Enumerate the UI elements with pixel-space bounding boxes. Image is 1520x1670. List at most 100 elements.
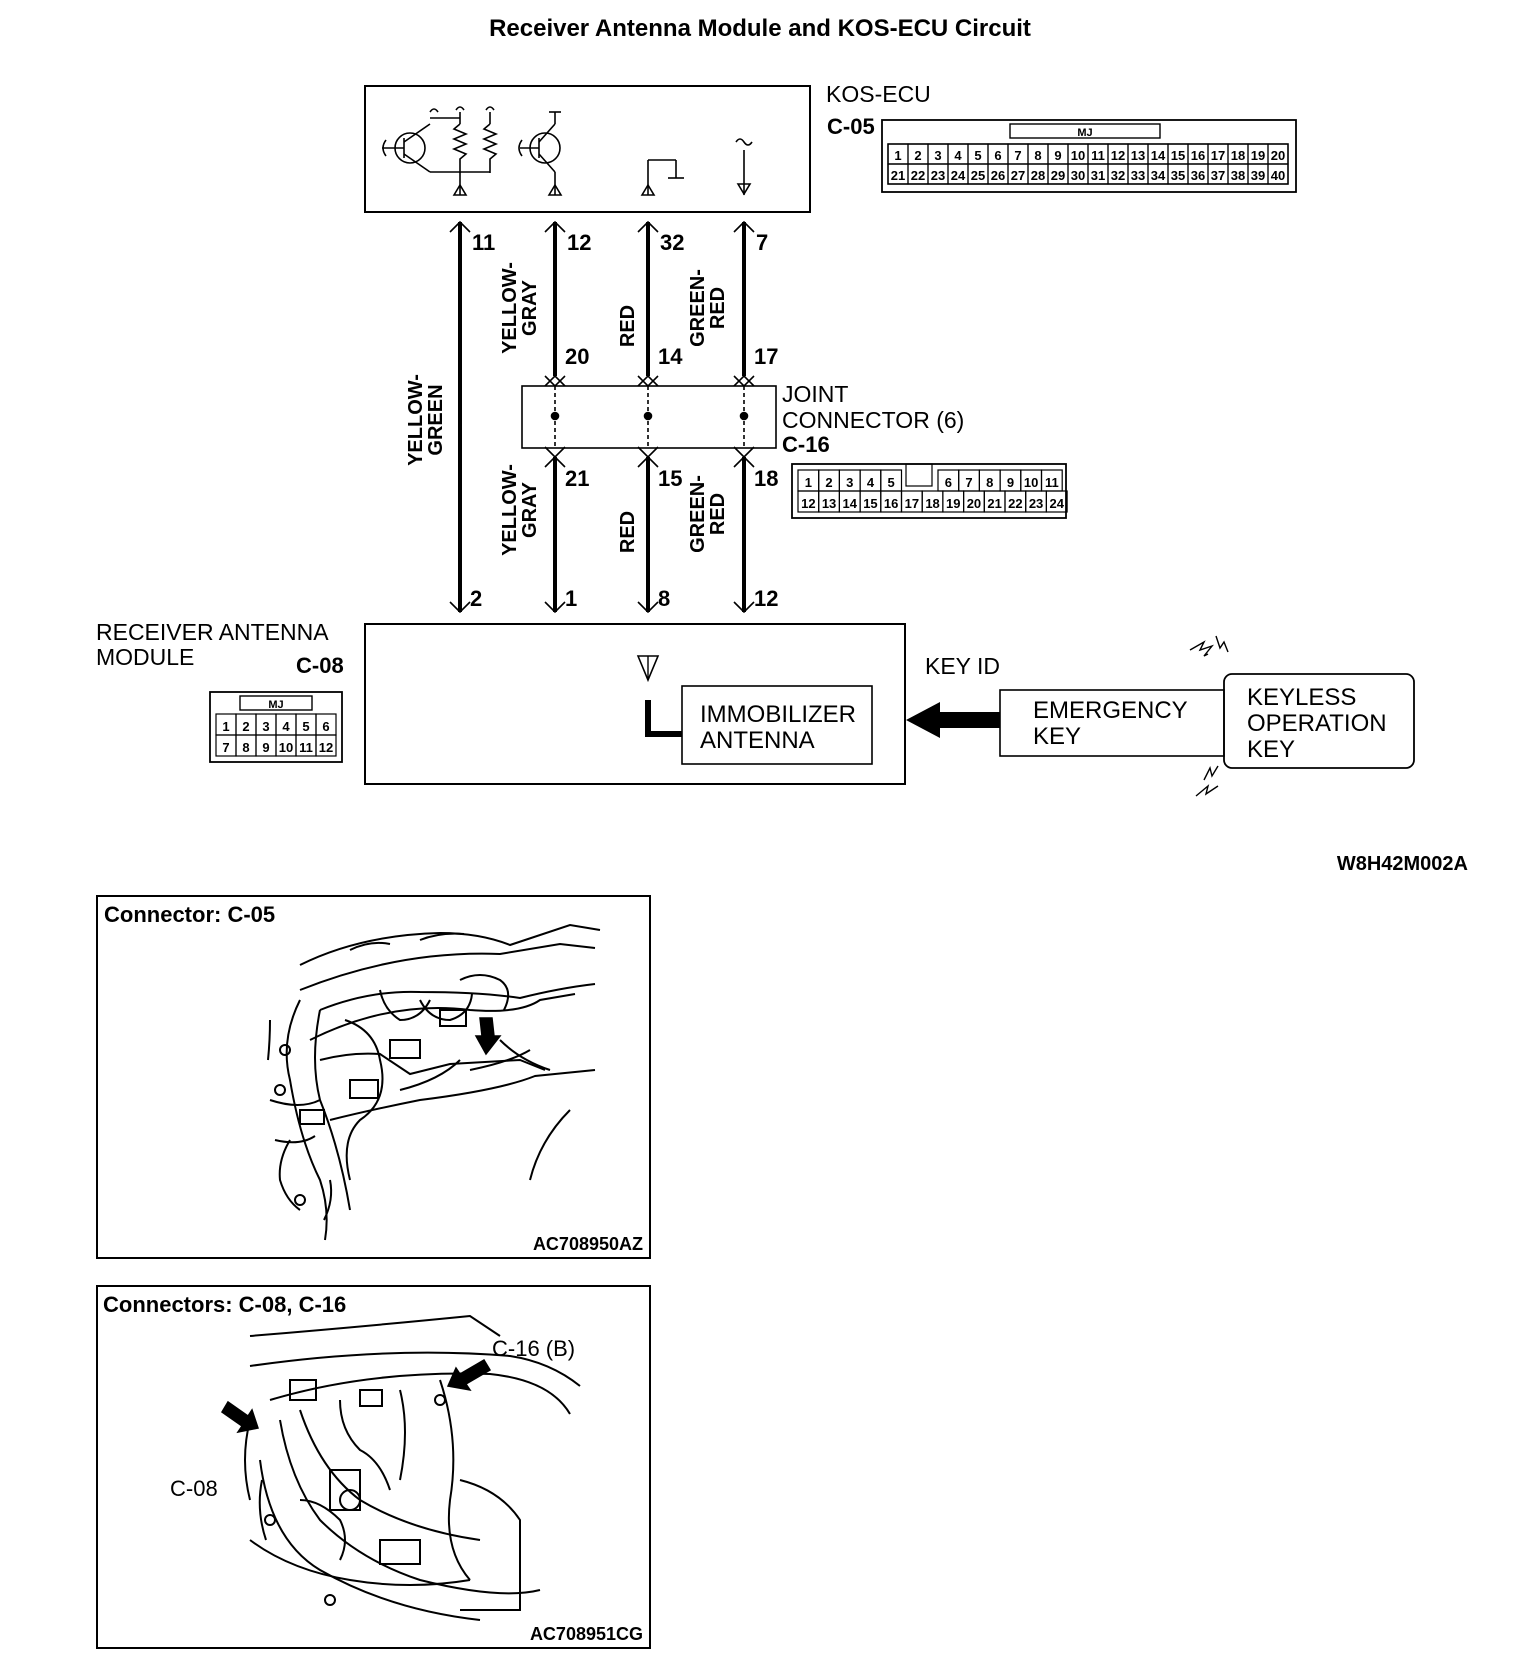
c16-pin-number: 12: [801, 496, 815, 511]
c08-pin-number: 5: [302, 719, 309, 734]
key-id-label: KEY ID: [925, 653, 1000, 679]
c05-pin-number: 14: [1151, 148, 1166, 163]
wire-color-labels: YELLOW- GREEN YELLOW- GRAY RED GREEN- RE…: [405, 262, 729, 556]
c08-pin-number: 6: [322, 719, 329, 734]
c16-location-arrow: [446, 1358, 492, 1392]
c16-pin-number: 3: [846, 475, 853, 490]
c16-pin-number: 10: [1024, 475, 1038, 490]
c16-pin-number: 20: [967, 496, 981, 511]
c05-pin-number: 30: [1071, 168, 1085, 183]
c05-pin-number: 3: [934, 148, 941, 163]
c05-pin-number: 10: [1071, 148, 1085, 163]
c16-pin-number: 2: [825, 475, 832, 490]
c16-pin-number: 5: [888, 475, 895, 490]
c05-pin-number: 16: [1191, 148, 1205, 163]
c05-pin-number: 22: [911, 168, 925, 183]
immobilizer-antenna-2: ANTENNA: [700, 727, 815, 754]
c16-pin-number: 14: [843, 496, 858, 511]
joint-pin-15: 15: [658, 466, 682, 491]
c16-pin-number: 16: [884, 496, 898, 511]
c05-pin-number: 26: [991, 168, 1005, 183]
c05-pin-number: 18: [1231, 148, 1245, 163]
joint-pin-14: 14: [658, 344, 683, 369]
c05-pin-number: 9: [1054, 148, 1061, 163]
c05-pin-number: 20: [1271, 148, 1285, 163]
c05-pin-number: 17: [1211, 148, 1225, 163]
c05-pin-number: 21: [891, 168, 905, 183]
c16-pin-number: 6: [945, 475, 952, 490]
callout-c16: C-16 (B): [492, 1336, 575, 1361]
c16-pin-number: 9: [1007, 475, 1014, 490]
c16-pin-number: 23: [1029, 496, 1043, 511]
label-red-lower: RED: [617, 511, 639, 553]
keyless-key-1: KEYLESS: [1247, 684, 1356, 711]
label-yellow-gray-upper-2: GRAY: [519, 279, 541, 336]
joint-pin-17: 17: [754, 344, 778, 369]
dashboard-harness-illustration: [267, 923, 601, 1241]
c08-pin-number: 4: [282, 719, 290, 734]
wire-bundle: [458, 222, 746, 612]
c05-pin-number: 32: [1111, 168, 1125, 183]
module-name-1: RECEIVER ANTENNA: [96, 619, 329, 645]
module-pin-2: 2: [470, 586, 482, 611]
joint-name-2: CONNECTOR (6): [782, 407, 964, 433]
joint-splices: [550, 386, 749, 447]
ecu-box: [364, 85, 811, 213]
panel-c05-title: Connector: C-05: [104, 902, 275, 927]
c05-pin-number: 1: [894, 148, 901, 163]
panel-c05-figure-id: AC708950AZ: [533, 1234, 643, 1254]
keyless-key-box: [1223, 673, 1415, 769]
c08-pin-number: 9: [262, 740, 269, 755]
c05-pin-number: 37: [1211, 168, 1225, 183]
panel-c08-c16-figure-id: AC708951CG: [530, 1624, 643, 1644]
c16-pin-number: 22: [1008, 496, 1022, 511]
c05-pin-number: 40: [1271, 168, 1285, 183]
key-id-arrow: [906, 702, 1000, 738]
c08-pin-number: 3: [262, 719, 269, 734]
joint-connector-box: [521, 385, 777, 449]
c05-pin-number: 34: [1151, 168, 1166, 183]
c16-pin-number: 21: [987, 496, 1001, 511]
signal-lightning-icon: [1189, 635, 1229, 797]
c05-pin-number: 4: [954, 148, 962, 163]
label-green-red-upper-1: GREEN-: [687, 269, 709, 347]
c16-pin-number: 4: [867, 475, 875, 490]
c05-pin-number: 19: [1251, 148, 1265, 163]
c16-pin-number: 1: [805, 475, 812, 490]
c08-pin-number: 7: [222, 740, 229, 755]
c05-pin-cell: [1267, 163, 1289, 185]
ecu-pin-7: 7: [756, 230, 768, 255]
label-green-red-lower-2: RED: [707, 493, 729, 535]
c08-pin-number: 11: [299, 740, 313, 755]
ecu-pin-32: 32: [660, 230, 684, 255]
c05-pin-number: 8: [1034, 148, 1041, 163]
c05-pin-number: 6: [994, 148, 1001, 163]
c16-pin-number: 8: [986, 475, 993, 490]
c08-location-arrow: [220, 1400, 259, 1434]
module-connector-id: C-08: [296, 653, 344, 678]
callout-c08: C-08: [170, 1476, 218, 1501]
c05-pin-number: 23: [931, 168, 945, 183]
c16-pin-number: 7: [965, 475, 972, 490]
joint-connector-id: C-16: [782, 432, 830, 457]
module-pin-12: 12: [754, 586, 778, 611]
wire-chevrons: [449, 220, 755, 614]
c05-tag: MJ: [1077, 127, 1092, 139]
c08-pin-cell: [315, 734, 337, 757]
c05-pin-number: 27: [1011, 168, 1025, 183]
c05-pin-number: 31: [1091, 168, 1105, 183]
ecu-internal-schematic: [382, 106, 753, 196]
label-yellow-gray-upper-1: YELLOW-: [499, 262, 521, 354]
c16-pin-cell: [1040, 469, 1063, 492]
c05-pin-number: 33: [1131, 168, 1145, 183]
label-green-red-upper-2: RED: [707, 287, 729, 329]
c08-pin-number: 2: [242, 719, 249, 734]
label-yellow-gray-lower-2: GRAY: [519, 481, 541, 538]
c16-pin-number: 17: [905, 496, 919, 511]
label-yellow-gray-lower-1: YELLOW-: [499, 464, 521, 556]
ecu-pin-12: 12: [567, 230, 591, 255]
joint-name-1: JOINT: [782, 381, 848, 407]
c16-pin-number: 15: [863, 496, 877, 511]
